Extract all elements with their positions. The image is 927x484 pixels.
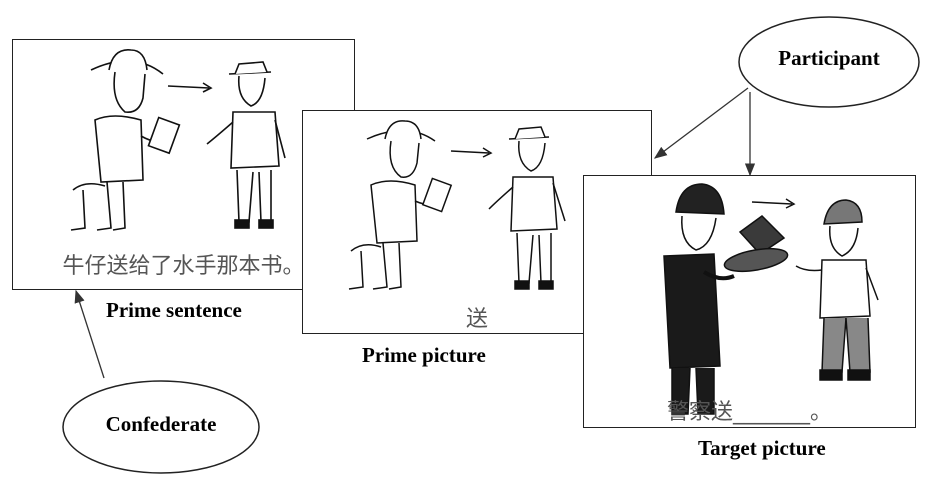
cowboy-gives-book-to-sailor-illustration: [70, 49, 286, 231]
arrow-confederate-to-prime-sentence: [74, 289, 105, 379]
participant-ellipse: [738, 16, 920, 108]
target-picture-card: 警察送_______。: [583, 175, 916, 428]
prime-picture-caption: 送: [465, 307, 488, 332]
arrow-participant-to-prime-picture: [653, 87, 749, 159]
cowboy-gives-book-to-sailor-illustration: [348, 120, 566, 290]
confederate-label: Confederate: [105, 412, 217, 436]
prime-sentence-label: Prime sentence: [106, 298, 242, 322]
prime-sentence-caption: 牛仔送给了水手那本书。: [62, 254, 305, 279]
participant-label: Participant: [778, 46, 880, 70]
prime-picture-label: Prime picture: [362, 343, 486, 367]
target-picture-label: Target picture: [698, 436, 826, 460]
target-picture-caption: 警察送_______。: [666, 400, 832, 425]
policeman-gives-hat-to-soldier-illustration: [663, 183, 879, 415]
prime-sentence-card: 牛仔送给了水手那本书。: [12, 39, 355, 290]
confederate-ellipse: [62, 380, 260, 474]
